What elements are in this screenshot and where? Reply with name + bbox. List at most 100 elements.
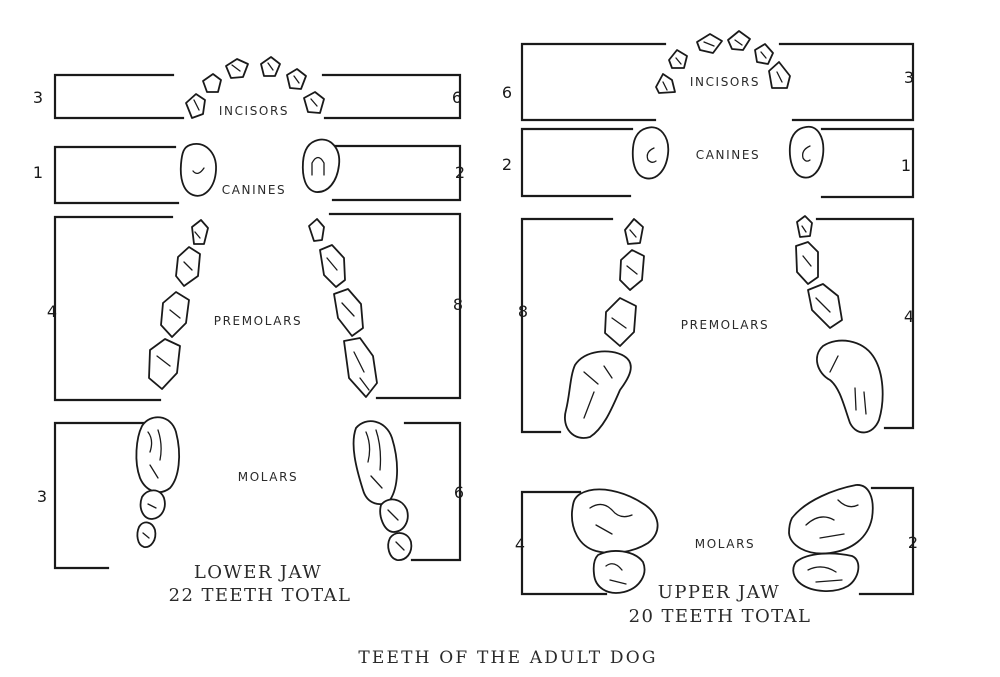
lower-canines-right-count: 2 (455, 163, 465, 182)
lower-incisor-teeth (185, 56, 325, 119)
lower-incisors-left-bracket (53, 73, 185, 120)
tooth (788, 484, 874, 555)
tooth (668, 49, 688, 69)
incisor-detail-lines (193, 62, 318, 111)
tooth (308, 218, 325, 242)
upper-incisors-right-count: 3 (904, 68, 914, 87)
tooth (135, 416, 181, 493)
upper-incisors-left-bracket (520, 42, 667, 122)
tooth (754, 43, 774, 65)
figure-title: TEETH OF THE ADULT DOG (358, 648, 657, 668)
lower-molars-left-bracket (53, 421, 150, 570)
upper-premolars-label: PREMOLARS (681, 318, 769, 332)
lower-premolars-label: PREMOLARS (214, 314, 302, 328)
lower-incisors-label: INCISORS (219, 104, 289, 118)
upper-canines-right-bracket (820, 127, 915, 199)
lower-canines-left-count: 1 (33, 163, 43, 182)
upper-incisors-label: INCISORS (690, 75, 760, 89)
tooth (136, 521, 157, 548)
canine-detail-line (646, 147, 657, 163)
tooth (655, 73, 676, 94)
incisor-detail-lines (662, 39, 783, 91)
lower-premolar-teeth (148, 218, 378, 398)
molar-detail-lines (142, 429, 405, 551)
upper-canine-teeth (631, 126, 825, 180)
lower-incisors-left-count: 3 (33, 88, 43, 107)
upper-premolar-teeth (564, 215, 884, 439)
tooth (202, 73, 222, 93)
lower-molars-right-bracket (403, 421, 462, 562)
lower-molars-label: MOLARS (238, 470, 299, 484)
tooth (343, 337, 378, 398)
lower-premolars-right-count: 8 (453, 295, 463, 314)
lower-jaw-brackets (53, 73, 462, 570)
upper-molars-left-count: 4 (515, 535, 525, 554)
upper-incisors-right-bracket (778, 42, 915, 122)
lower-molars-right-count: 6 (454, 483, 464, 502)
upper-premolars-left-bracket (520, 217, 614, 434)
premolar-detail-lines (583, 225, 867, 419)
upper-canines-right-count: 1 (901, 156, 911, 175)
tooth (727, 30, 751, 51)
premolar-detail-lines (156, 231, 370, 391)
tooth (564, 350, 632, 439)
upper-molars-right-count: 2 (908, 533, 918, 552)
tooth (816, 339, 884, 434)
tooth (352, 420, 398, 505)
upper-incisors-left-count: 6 (502, 83, 512, 102)
tooth (301, 138, 341, 193)
upper-canines-label: CANINES (696, 148, 760, 162)
upper-premolars-right-bracket (815, 217, 915, 430)
canine-detail-line (192, 167, 205, 175)
upper-molars-label: MOLARS (695, 537, 756, 551)
tooth (185, 93, 206, 119)
upper-canines-left-count: 2 (502, 155, 512, 174)
tooth (631, 126, 670, 180)
tooth (319, 244, 346, 288)
lower-canines-left-bracket (53, 145, 180, 205)
lower-incisors-right-count: 6 (452, 88, 462, 107)
lower-incisors-right-bracket (321, 73, 462, 120)
tooth (139, 489, 166, 520)
upper-premolars-left-count: 8 (518, 302, 528, 321)
lower-jaw-panel: INCISORS CANINES PREMOLARS MOLARS 3 6 1 … (33, 56, 465, 606)
lower-jaw-caption-line1: LOWER JAW (194, 562, 322, 583)
upper-premolars-right-count: 4 (904, 307, 914, 326)
tooth (796, 215, 813, 238)
lower-premolars-right-bracket (328, 212, 462, 400)
tooth (333, 288, 364, 337)
tooth (795, 241, 819, 285)
upper-molar-teeth (571, 484, 874, 594)
upper-jaw-panel: INCISORS CANINES PREMOLARS MOLARS 6 3 2 … (502, 30, 918, 627)
upper-incisor-teeth (655, 30, 791, 94)
lower-jaw-caption-line2: 22 TEETH TOTAL (169, 585, 352, 606)
upper-canines-left-bracket (520, 127, 634, 198)
lower-canine-teeth (179, 138, 341, 197)
tooth (624, 218, 644, 245)
lower-molar-teeth (135, 416, 413, 561)
tooth (571, 488, 659, 554)
tooth (768, 61, 791, 89)
molar-detail-lines (589, 499, 859, 585)
tooth (792, 552, 860, 592)
upper-molars-right-bracket (858, 486, 915, 596)
upper-jaw-caption-line2: 20 TEETH TOTAL (629, 606, 812, 627)
lower-premolars-left-count: 4 (47, 302, 57, 321)
upper-jaw-brackets (520, 42, 915, 596)
upper-jaw-caption-line1: UPPER JAW (658, 582, 780, 603)
upper-molars-left-bracket (520, 490, 608, 596)
lower-molars-left-count: 3 (37, 487, 47, 506)
tooth (592, 550, 646, 594)
tooth (604, 297, 637, 347)
tooth (191, 219, 209, 245)
lower-premolars-left-bracket (53, 215, 174, 402)
lower-canines-right-bracket (331, 144, 462, 202)
canine-detail-line (311, 156, 325, 176)
tooth (148, 338, 181, 390)
tooth (788, 126, 825, 179)
canine-detail-line (802, 145, 811, 162)
tooth (179, 143, 217, 197)
lower-canines-label: CANINES (222, 183, 286, 197)
tooth (807, 283, 843, 329)
